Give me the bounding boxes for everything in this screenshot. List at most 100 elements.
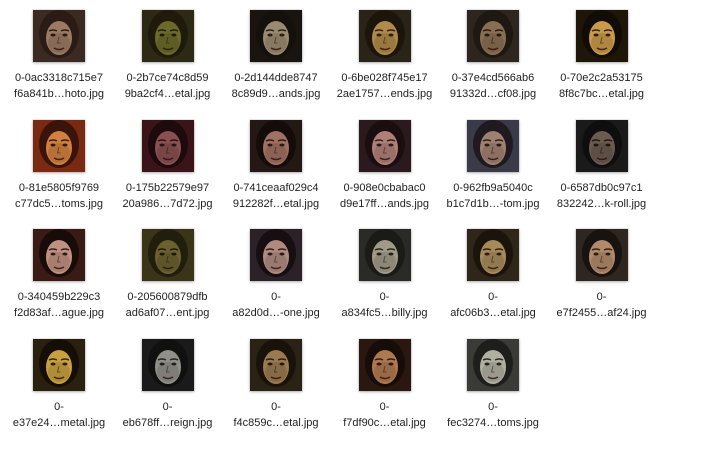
- file-item[interactable]: 0- afc06b3…etal.jpg: [435, 223, 545, 335]
- face-thumbnail-icon: [141, 338, 194, 391]
- file-item[interactable]: 0-70e2c2a53175 8f8c7bc…etal.jpg: [544, 4, 654, 116]
- file-name-label: 0- f7df90c…etal.jpg: [327, 399, 443, 431]
- image-thumbnail[interactable]: [575, 10, 628, 62]
- image-thumbnail[interactable]: [141, 229, 194, 281]
- image-thumbnail[interactable]: [467, 229, 519, 281]
- file-name-label: 0-70e2c2a53175 8f8c7bc…etal.jpg: [544, 70, 660, 102]
- file-item[interactable]: 0- e7f2455…af24.jpg: [544, 223, 654, 335]
- image-thumbnail[interactable]: [250, 229, 302, 281]
- image-thumbnail[interactable]: [358, 10, 411, 62]
- image-thumbnail[interactable]: [141, 338, 194, 391]
- file-name-line-2: 2ae1757…ends.jpg: [336, 88, 433, 100]
- file-name-line-1: 0-: [379, 291, 390, 303]
- face-thumbnail-icon: [250, 229, 302, 281]
- file-item[interactable]: 0- f7df90c…etal.jpg: [327, 333, 437, 445]
- file-item[interactable]: 0-2b7ce74c8d59 9ba2cf4…etal.jpg: [110, 4, 220, 116]
- image-thumbnail[interactable]: [467, 338, 519, 391]
- image-thumbnail[interactable]: [33, 229, 85, 281]
- face-thumbnail-icon: [358, 10, 411, 62]
- image-thumbnail[interactable]: [250, 338, 302, 391]
- file-name-line-2: 9ba2cf4…etal.jpg: [124, 88, 211, 100]
- file-name-line-1: 0-: [271, 400, 281, 413]
- face-thumbnail-icon: [33, 338, 85, 391]
- file-name-line-2: f4c859c…etal.jpg: [233, 416, 319, 429]
- file-name-line-1: 0-6587db0c97c1: [560, 181, 643, 194]
- file-item[interactable]: 0-962fb9a5040c b1c7d1b…-tom.jpg: [435, 114, 545, 226]
- file-name-line-2: afc06b3…etal.jpg: [450, 307, 536, 319]
- file-item[interactable]: 0-e37e24…metal.jpg: [1, 333, 111, 445]
- image-thumbnail[interactable]: [358, 229, 411, 281]
- file-name-label: 0-a82d0d…-one.jpg: [218, 289, 334, 321]
- face-thumbnail-icon: [467, 10, 519, 62]
- file-name-line-1: 0-70e2c2a53175: [560, 72, 643, 84]
- file-name-label: 0-e37e24…metal.jpg: [1, 399, 117, 431]
- face-thumbnail-icon: [250, 338, 302, 391]
- file-name-line-1: 0-962fb9a5040c: [453, 181, 533, 194]
- file-name-line-1: 0-2b7ce74c8d59: [126, 72, 209, 84]
- image-thumbnail[interactable]: [33, 10, 85, 62]
- file-name-line-2: fec3274…toms.jpg: [447, 416, 539, 429]
- image-thumbnail[interactable]: [358, 338, 411, 391]
- file-name-label: 0-962fb9a5040c b1c7d1b…-tom.jpg: [435, 180, 551, 212]
- image-thumbnail[interactable]: [467, 10, 519, 62]
- file-item[interactable]: 0-a834fc5…billy.jpg: [327, 223, 437, 335]
- image-thumbnail[interactable]: [33, 338, 85, 391]
- face-thumbnail-icon: [358, 229, 411, 281]
- file-name-line-2: e7f2455…af24.jpg: [556, 307, 647, 319]
- image-thumbnail[interactable]: [141, 10, 194, 62]
- file-name-label: 0-fec3274…toms.jpg: [435, 399, 551, 431]
- file-name-label: 0- e7f2455…af24.jpg: [544, 289, 660, 321]
- image-thumbnail[interactable]: [575, 229, 628, 281]
- face-thumbnail-icon: [141, 119, 194, 172]
- file-name-line-1: 0-175b22579e97: [125, 181, 210, 194]
- file-name-line-1: 0-: [488, 291, 498, 303]
- file-name-line-1: 0-: [271, 291, 281, 303]
- face-thumbnail-icon: [467, 338, 519, 391]
- image-thumbnail[interactable]: [358, 119, 411, 172]
- face-thumbnail-icon: [141, 10, 194, 62]
- file-name-line-1: 0-908e0cbabac0: [343, 181, 426, 194]
- file-name-line-2: f7df90c…etal.jpg: [343, 416, 426, 429]
- image-thumbnail[interactable]: [250, 119, 302, 172]
- file-name-line-2: b1c7d1b…-tom.jpg: [446, 197, 540, 210]
- file-item[interactable]: 0- eb678ff…reign.jpg: [110, 333, 220, 445]
- file-name-line-1: 0-: [379, 400, 390, 413]
- file-name-line-2: 8f8c7bc…etal.jpg: [559, 88, 644, 100]
- file-name-line-1: 0-0ac3318c715e7: [14, 72, 104, 84]
- file-item[interactable]: 0-a82d0d…-one.jpg: [218, 223, 328, 335]
- file-name-line-2: eb678ff…reign.jpg: [122, 416, 213, 429]
- face-thumbnail-icon: [467, 119, 519, 172]
- file-name-label: 0-a834fc5…billy.jpg: [327, 289, 443, 321]
- file-name-line-1: 0-: [596, 291, 607, 303]
- image-thumbnail[interactable]: [33, 119, 85, 172]
- image-thumbnail[interactable]: [141, 119, 194, 172]
- image-thumbnail[interactable]: [250, 10, 302, 62]
- image-thumbnail[interactable]: [575, 119, 628, 172]
- face-thumbnail-icon: [575, 10, 628, 62]
- file-item[interactable]: 0- f4c859c…etal.jpg: [218, 333, 328, 445]
- face-thumbnail-icon: [33, 119, 85, 172]
- image-thumbnail[interactable]: [467, 119, 519, 172]
- file-item[interactable]: 0-fec3274…toms.jpg: [435, 333, 545, 445]
- file-name-line-1: 0-: [162, 400, 173, 413]
- file-name-line-2: 8c89d9…ands.jpg: [231, 88, 321, 100]
